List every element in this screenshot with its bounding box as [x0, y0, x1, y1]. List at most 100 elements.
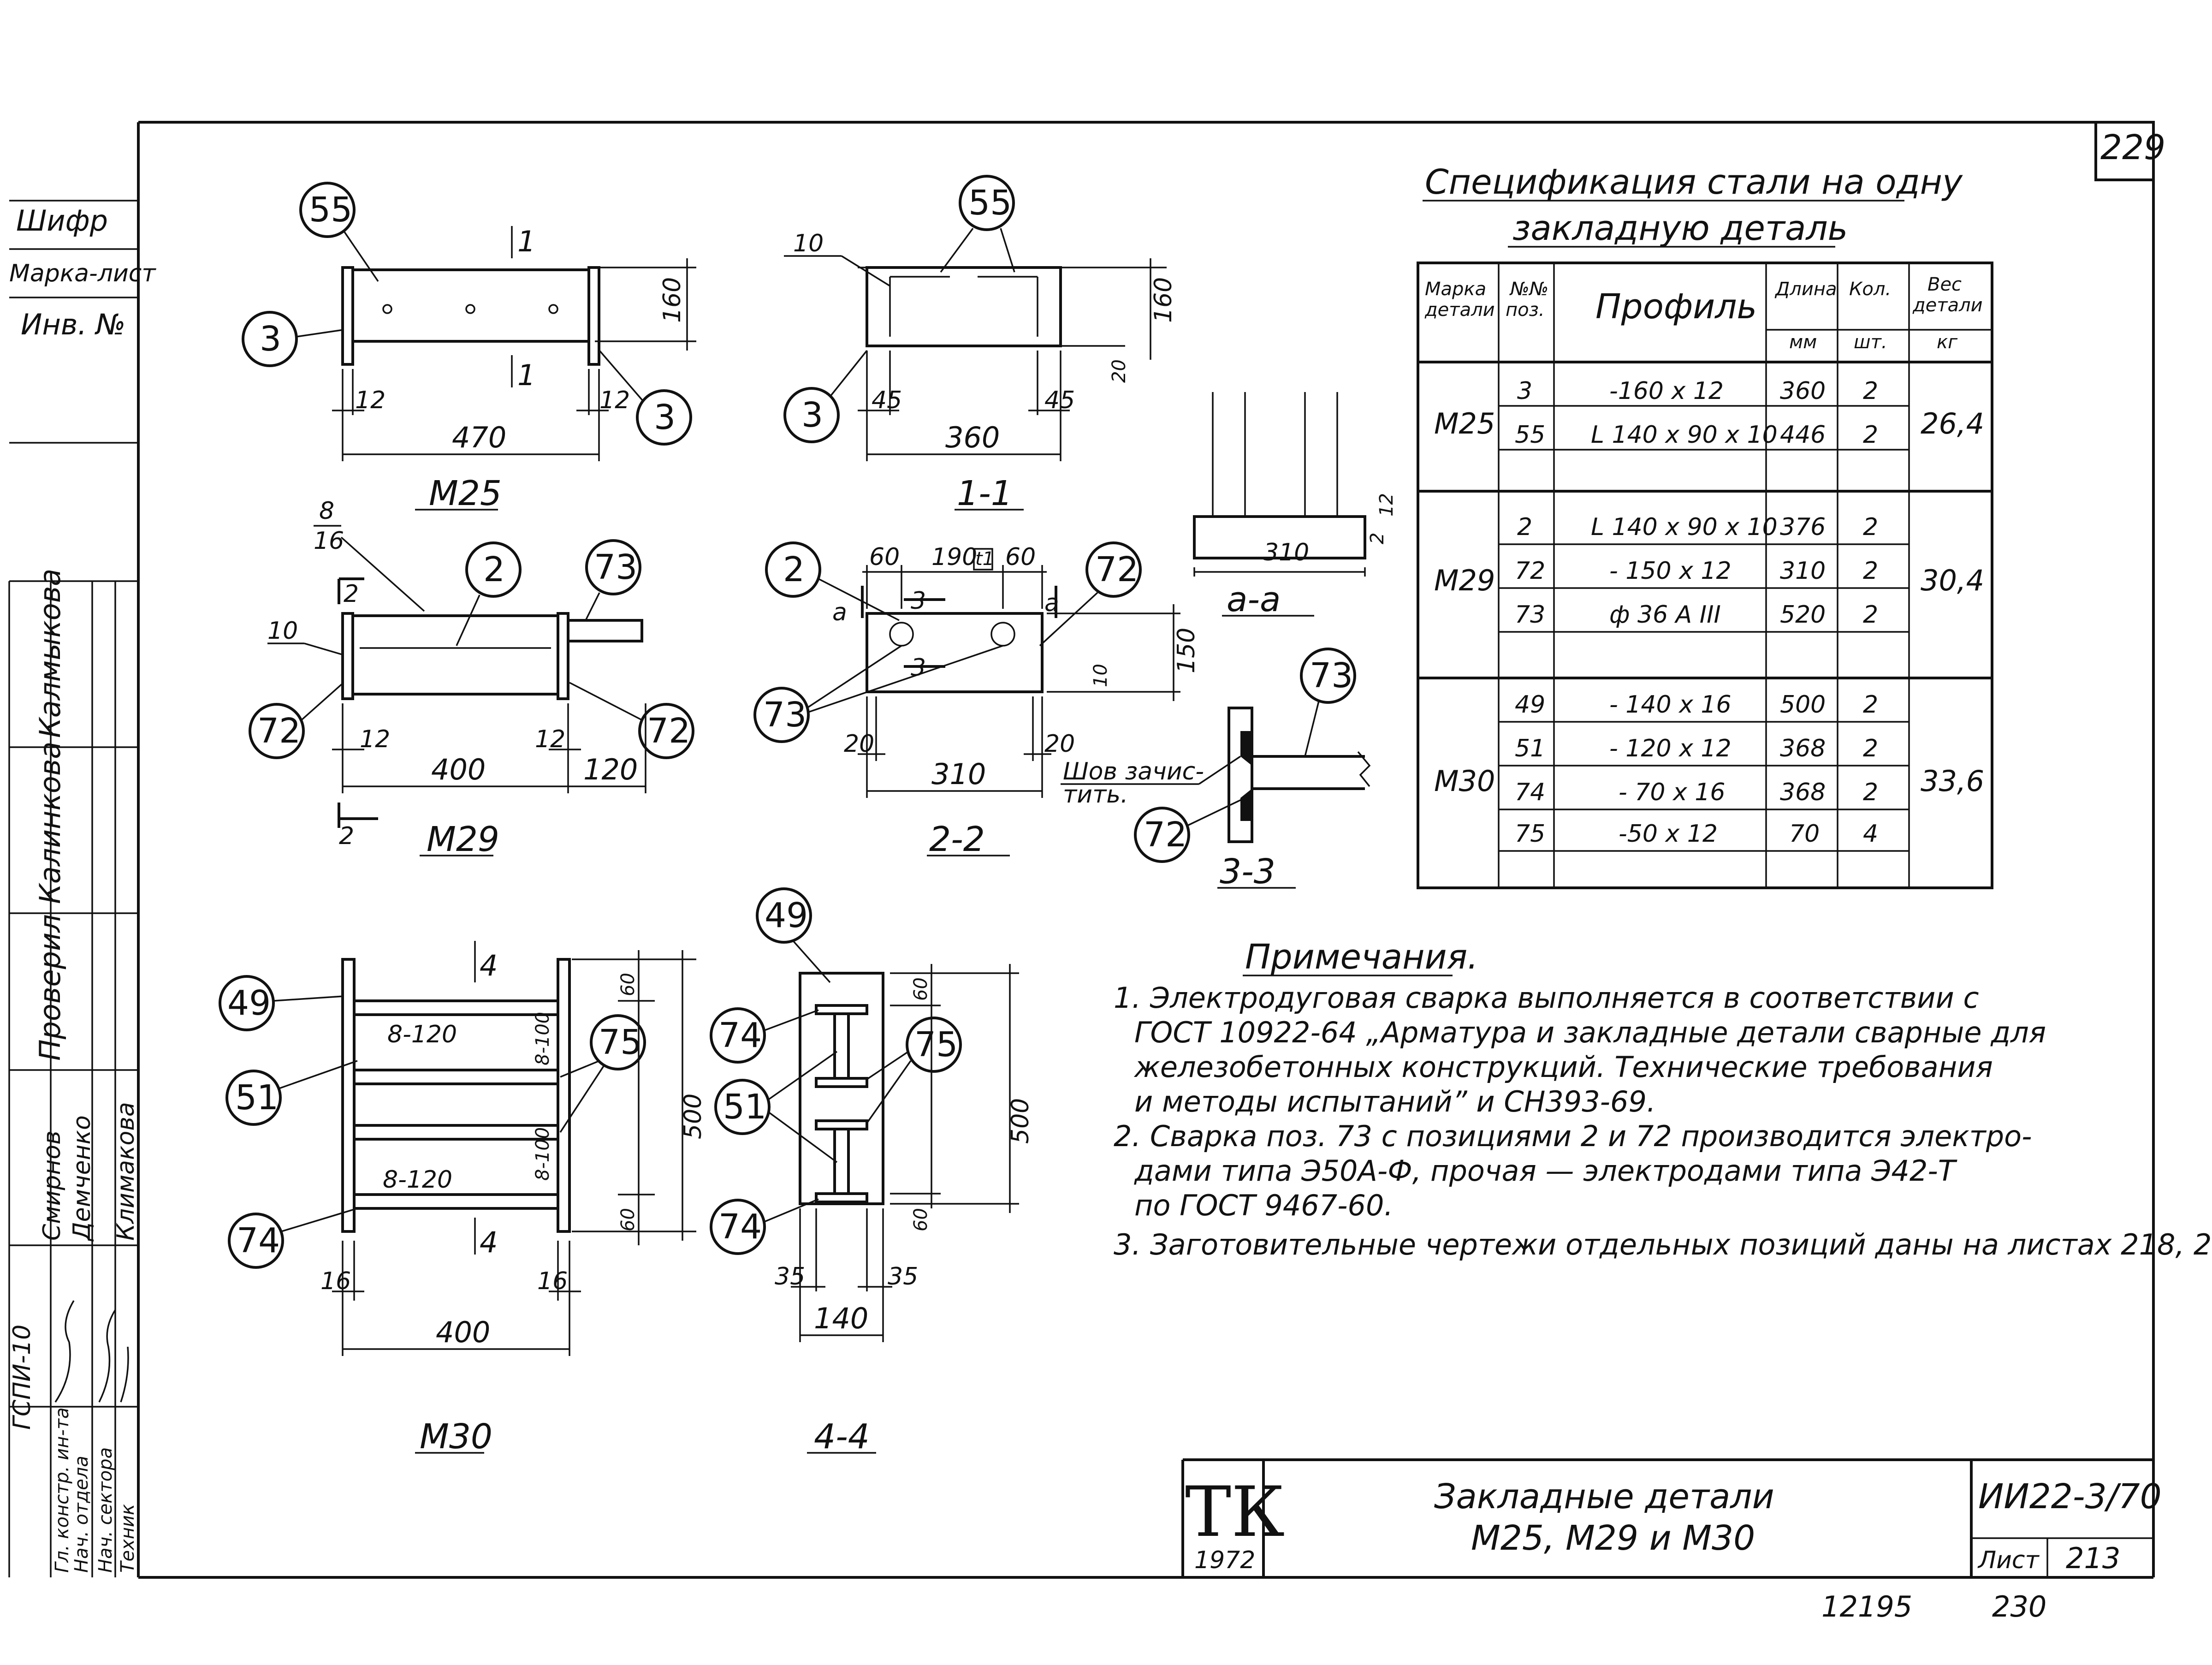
s11-leader-10: 10: [793, 230, 824, 257]
spec-hdr-length-2: мм: [1789, 332, 1817, 353]
spec-m25-r1-qty: 2: [1863, 377, 1878, 405]
spec-m29-r1-qty: 2: [1863, 513, 1878, 541]
spec-m25-marka: М25: [1434, 407, 1495, 440]
m29-dim-width: 400: [431, 753, 486, 786]
s33-weld-note-2: тить.: [1063, 781, 1128, 809]
spec-m30-r4-pos: 75: [1515, 820, 1545, 848]
s22-view-mark-left: а: [832, 599, 847, 626]
s11-dim-width: 360: [945, 421, 1000, 454]
notes-line-3: железобетонных конструкций. Технические …: [1133, 1050, 1993, 1084]
m30-caption: М30: [420, 1417, 492, 1457]
s22-dim-b: 190: [931, 543, 977, 571]
s22-dim-a: 60: [869, 543, 900, 571]
s44-callout-49: 49: [765, 896, 808, 935]
m29-dim-right: 12: [535, 725, 565, 753]
spec-m25-r2-pos: 55: [1515, 421, 1545, 449]
s22-dim-weld-t: t1: [975, 548, 994, 570]
stamp-role-1: Гл. констр. ин-та: [52, 1407, 73, 1573]
spec-m25-r2-profile: L 140 x 90 x 10: [1591, 421, 1778, 449]
s44-callout-74-bottom: 74: [718, 1207, 762, 1247]
s22-view-mark-right: а: [1044, 589, 1059, 617]
s11-dim-height: 160: [1150, 277, 1177, 323]
stamp-shifr: Шифр: [16, 204, 108, 238]
s22-callout-72: 72: [1095, 550, 1139, 589]
spec-m25-r1-pos: 3: [1517, 377, 1532, 405]
m25-caption: М25: [429, 474, 502, 513]
spec-table-grid: [1417, 262, 1993, 889]
s22-callout-2: 2: [783, 550, 805, 589]
s33-weld-note-1: Шов зачис-: [1063, 758, 1204, 785]
m30-weld-side-1: 8-100: [532, 1012, 553, 1065]
stamp-role-4: Техник: [117, 1504, 138, 1573]
s11-dim-right: 45: [1044, 387, 1075, 414]
stamp-name-2: Калинкова: [33, 742, 67, 904]
m25-callout-3-right: 3: [654, 398, 676, 437]
spec-m29-r2-profile: - 150 x 12: [1609, 557, 1732, 585]
s22-callout-73: 73: [763, 695, 807, 735]
stamp-name-4: Демченко: [68, 1115, 96, 1242]
s44-dim-bottom: 60: [910, 1208, 931, 1231]
spec-m30-r4-profile: -50 x 12: [1619, 820, 1718, 848]
view-m29: [249, 525, 694, 856]
spec-title-line1: Спецификация стали на одну: [1425, 162, 1963, 202]
spec-m30-r3-profile: - 70 x 16: [1619, 779, 1725, 806]
view-section-2-2: [753, 541, 1180, 856]
bottom-left-number: 12195: [1821, 1590, 1912, 1623]
spec-m29-r2-length: 310: [1780, 557, 1826, 585]
spec-m29-r3-length: 520: [1780, 601, 1826, 629]
m30-dim-left: 16: [320, 1267, 351, 1295]
spec-m29-weight: 30,4: [1921, 564, 1984, 597]
s11-callout-3: 3: [801, 395, 823, 435]
m30-weld-side-2: 8-100: [532, 1127, 553, 1181]
sheet-frame: [137, 121, 2155, 1579]
spec-hdr-pos-1: №№: [1509, 279, 1548, 300]
m25-callout-55: 55: [309, 190, 352, 230]
m30-dim-bottom: 60: [617, 1208, 639, 1231]
m29-caption: М29: [427, 820, 499, 859]
s22-dim-left: 20: [844, 730, 874, 758]
m25-section-mark-bottom: 1: [517, 358, 535, 392]
spec-hdr-marka-1: Марка: [1425, 279, 1486, 300]
notes-line-5: 2. Сварка поз. 73 с позициями 2 и 72 про…: [1114, 1119, 2032, 1153]
s11-dim-gap: 20: [1109, 359, 1130, 383]
m30-callout-51: 51: [235, 1078, 279, 1118]
spec-m29-r3-qty: 2: [1863, 601, 1878, 629]
stamp-org: ГСПИ-10: [8, 1325, 36, 1430]
aa-caption: а-а: [1227, 580, 1281, 619]
s44-dim-height: 500: [1007, 1098, 1034, 1144]
m30-callout-75: 75: [599, 1023, 642, 1062]
notes-line-2: ГОСТ 10922-64 „Арматура и закладные дета…: [1134, 1016, 2046, 1049]
spec-m29-r1-pos: 2: [1517, 513, 1532, 541]
signature-scribbles: [54, 1300, 129, 1403]
spec-m29-r2-pos: 72: [1515, 557, 1545, 585]
m29-dim-left: 12: [360, 725, 390, 753]
spec-m30-r2-pos: 51: [1515, 735, 1545, 762]
spec-hdr-profile: Профиль: [1595, 287, 1757, 327]
m29-weld-top: 8: [319, 497, 334, 525]
m29-leader-10: 10: [267, 617, 298, 645]
view-section-4-4: [710, 887, 1019, 1454]
spec-m25-weight: 26,4: [1921, 407, 1984, 440]
spec-m30-r1-pos: 49: [1515, 691, 1545, 719]
spec-m30-r3-pos: 74: [1515, 779, 1545, 806]
m30-dim-top: 60: [617, 973, 639, 996]
spec-m30-marka: М30: [1434, 764, 1495, 798]
stamp-checked: Проверил: [33, 914, 67, 1061]
stamp-role-2: Нач. отдела: [71, 1456, 92, 1573]
view-section-1-1: [783, 175, 1167, 511]
s11-dim-left: 45: [872, 387, 902, 414]
s22-dim-right: 20: [1044, 730, 1075, 758]
aa-dim-t2: 2: [1367, 533, 1388, 544]
s44-callout-75: 75: [914, 1025, 958, 1064]
spec-hdr-pos-2: поз.: [1506, 299, 1545, 321]
notes-line-8: 3. Заготовительные чертежи отдельных поз…: [1114, 1228, 2212, 1261]
bottom-right-number: 230: [1992, 1590, 2046, 1623]
spec-m30-r4-length: 70: [1789, 820, 1820, 848]
m30-dim-right: 16: [537, 1267, 568, 1295]
spec-m30-r2-qty: 2: [1863, 735, 1878, 762]
stamp-name-5: Климакова: [112, 1102, 140, 1241]
m25-dim-right: 12: [599, 387, 630, 414]
side-stamp: [8, 200, 138, 1577]
s22-dim-height: 150: [1173, 628, 1200, 673]
m25-callout-3-left: 3: [260, 319, 281, 359]
